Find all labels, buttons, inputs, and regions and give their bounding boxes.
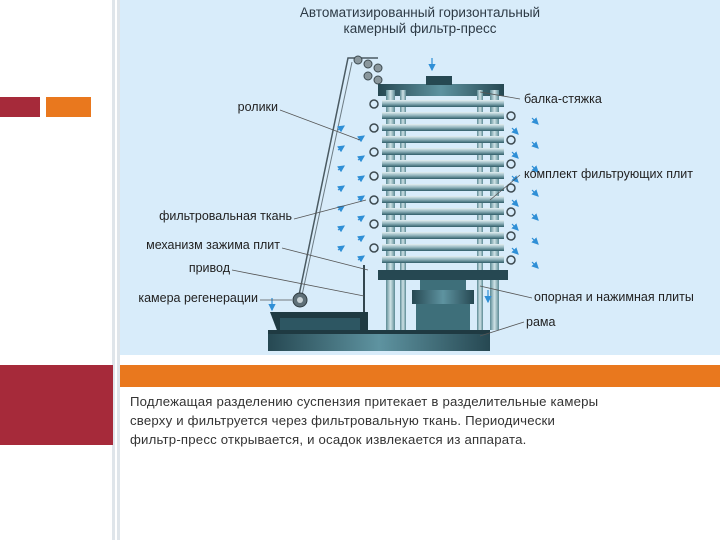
top-rollers <box>353 55 383 85</box>
label-drive: привод <box>189 261 231 275</box>
label-support-press-plates: опорная и нажимная плиты <box>534 290 694 304</box>
description-text: Подлежащая разделению суспензия притекае… <box>120 388 720 458</box>
label-regeneration-chamber: камера регенерации <box>138 291 258 305</box>
caption-line: фильтр-пресс открывается, и осадок извле… <box>130 432 527 447</box>
press-cylinder-cap <box>420 280 466 290</box>
label-clamp-mechanism: механизм зажима плит <box>146 238 280 252</box>
accent-block-red <box>0 365 113 445</box>
caption-accent-bar <box>120 365 720 387</box>
accent-block-red <box>0 97 40 117</box>
divider-line <box>112 0 115 540</box>
label-rollers: ролики <box>238 100 278 114</box>
filter-plates-stack <box>382 100 504 263</box>
frame-base <box>268 333 490 351</box>
inflow-arrows-right <box>511 117 539 269</box>
accent-block-orange <box>46 97 91 117</box>
filter-press-diagram: Автоматизированный горизонтальный камерн… <box>120 0 720 355</box>
tie-beam <box>378 84 504 96</box>
press-cylinder-base <box>416 304 470 330</box>
label-filter-cloth: фильтровальная ткань <box>159 209 292 223</box>
side-rollers-right <box>506 111 516 265</box>
left-margin <box>0 0 112 540</box>
divider-line <box>117 0 120 540</box>
filter-cloth-belt <box>300 61 353 301</box>
caption-line: сверху и фильтруется через фильтровальну… <box>130 413 556 428</box>
inflow-arrows-left <box>337 125 365 263</box>
side-rollers-left <box>369 99 379 253</box>
label-tie-beam: балка-стяжка <box>524 92 602 106</box>
feed-inlet <box>426 76 452 85</box>
label-filter-plates-set: комплект фильтрующих плит <box>524 167 693 181</box>
frame-base-top <box>268 330 490 334</box>
support-plate <box>378 270 508 280</box>
regeneration-chamber-body <box>280 318 360 330</box>
filter-cloth-belt <box>297 57 378 301</box>
leader-lines <box>231 91 533 337</box>
caption-line: Подлежащая разделению суспензия притекае… <box>130 394 599 409</box>
diagram-title-line2: камерный фильтр-пресс <box>344 21 497 36</box>
label-frame: рама <box>526 315 555 329</box>
diagram-svg: Автоматизированный горизонтальный камерн… <box>138 5 694 351</box>
diagram-title-line1: Автоматизированный горизонтальный <box>300 5 540 20</box>
drive-roller-hub <box>297 297 303 303</box>
press-cylinder <box>412 290 474 304</box>
